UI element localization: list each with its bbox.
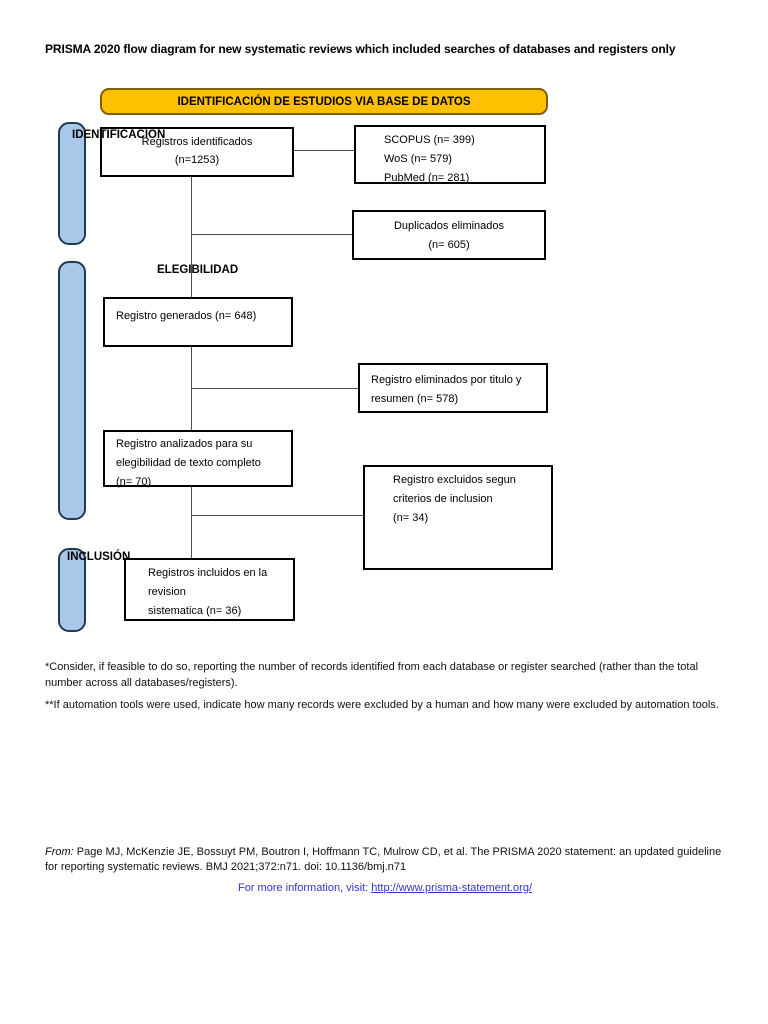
- box-database-sources: SCOPUS (n= 399) WoS (n= 579) PubMed (n= …: [354, 125, 546, 184]
- box-excluded-by-title: Registro eliminados por titulo y resumen…: [358, 363, 548, 413]
- box-records-identified: Registros identificados (n=1253): [100, 127, 294, 177]
- box-database-sources-line2: WoS (n= 579): [384, 153, 452, 165]
- box-records-screened-line1: Registro generados (n= 648): [116, 310, 257, 322]
- connector-screened-to-fulltext: [191, 347, 192, 430]
- identification-banner: IDENTIFICACIÓN DE ESTUDIOS VIA BASE DE D…: [100, 88, 548, 115]
- prisma-statement-link[interactable]: http://www.prisma-statement.org/: [371, 882, 533, 894]
- box-records-identified-line1: Registros identificados: [141, 136, 253, 148]
- stage-bar-eligibility: [58, 261, 86, 520]
- box-duplicates-removed: Duplicados eliminados (n= 605): [352, 210, 546, 260]
- box-studies-included-line1: Registros incluidos en la revision: [148, 567, 268, 598]
- connector-branch-duplicates: [192, 234, 352, 235]
- box-records-screened: Registro generados (n= 648): [103, 297, 293, 347]
- citation-from-label: From:: [45, 846, 74, 858]
- box-studies-included-line2: sistematica (n= 36): [148, 605, 242, 617]
- box-duplicates-removed-line1: Duplicados eliminados: [393, 220, 505, 232]
- more-info-line: For more information, visit: http://www.…: [45, 882, 725, 894]
- box-records-identified-line2: (n=1253): [174, 154, 220, 166]
- more-info-label: For more information, visit:: [237, 882, 372, 894]
- page-title: PRISMA 2020 flow diagram for new systema…: [45, 42, 676, 56]
- box-excluded-by-criteria-line3: (n= 34): [393, 512, 429, 524]
- box-excluded-by-title-line1: Registro eliminados por titulo y: [371, 374, 522, 386]
- box-database-sources-line1: SCOPUS (n= 399): [384, 134, 475, 146]
- box-excluded-by-title-line2: resumen (n= 578): [371, 393, 459, 405]
- box-excluded-by-criteria: Registro excluidos segun criterios de in…: [363, 465, 553, 570]
- footnote-automation: **If automation tools were used, indicat…: [45, 699, 719, 711]
- connector-branch-excluded-title: [192, 388, 358, 389]
- box-fulltext-assessed-line3: (n= 70): [116, 476, 152, 488]
- box-fulltext-assessed-line2: elegibilidad de texto completo: [116, 457, 261, 469]
- stage-bar-identification: [58, 122, 86, 245]
- box-fulltext-assessed: Registro analizados para su elegibilidad…: [103, 430, 293, 488]
- identification-banner-label: IDENTIFICACIÓN DE ESTUDIOS VIA BASE DE D…: [177, 95, 471, 108]
- stage-bar-inclusion: [58, 548, 86, 632]
- stage-label-inclusion: INCLUSIÓN: [67, 551, 131, 563]
- citation: From: Page MJ, McKenzie JE, Bossuyt PM, …: [45, 845, 727, 874]
- box-excluded-by-criteria-line1: Registro excluidos segun: [393, 474, 516, 486]
- stage-label-identification: IDENTIFICACIÓN: [72, 129, 166, 141]
- connector-identified-to-screened: [191, 177, 192, 297]
- box-excluded-by-criteria-line2: criterios de inclusion: [393, 493, 493, 505]
- box-database-sources-line3: PubMed (n= 281): [384, 172, 470, 184]
- box-duplicates-removed-line2: (n= 605): [428, 239, 470, 251]
- box-studies-included: Registros incluidos en la revision siste…: [124, 558, 295, 621]
- box-fulltext-assessed-line1: Registro analizados para su: [116, 438, 253, 450]
- footnote-databases: *Consider, if feasible to do so, reporti…: [45, 661, 699, 689]
- connector-identified-to-sources: [294, 150, 355, 151]
- stage-label-eligibility: ELEGIBILIDAD: [157, 264, 239, 276]
- connector-fulltext-to-included: [191, 487, 192, 558]
- connector-branch-excluded-criteria: [192, 515, 363, 516]
- citation-text: Page MJ, McKenzie JE, Bossuyt PM, Boutro…: [45, 846, 722, 873]
